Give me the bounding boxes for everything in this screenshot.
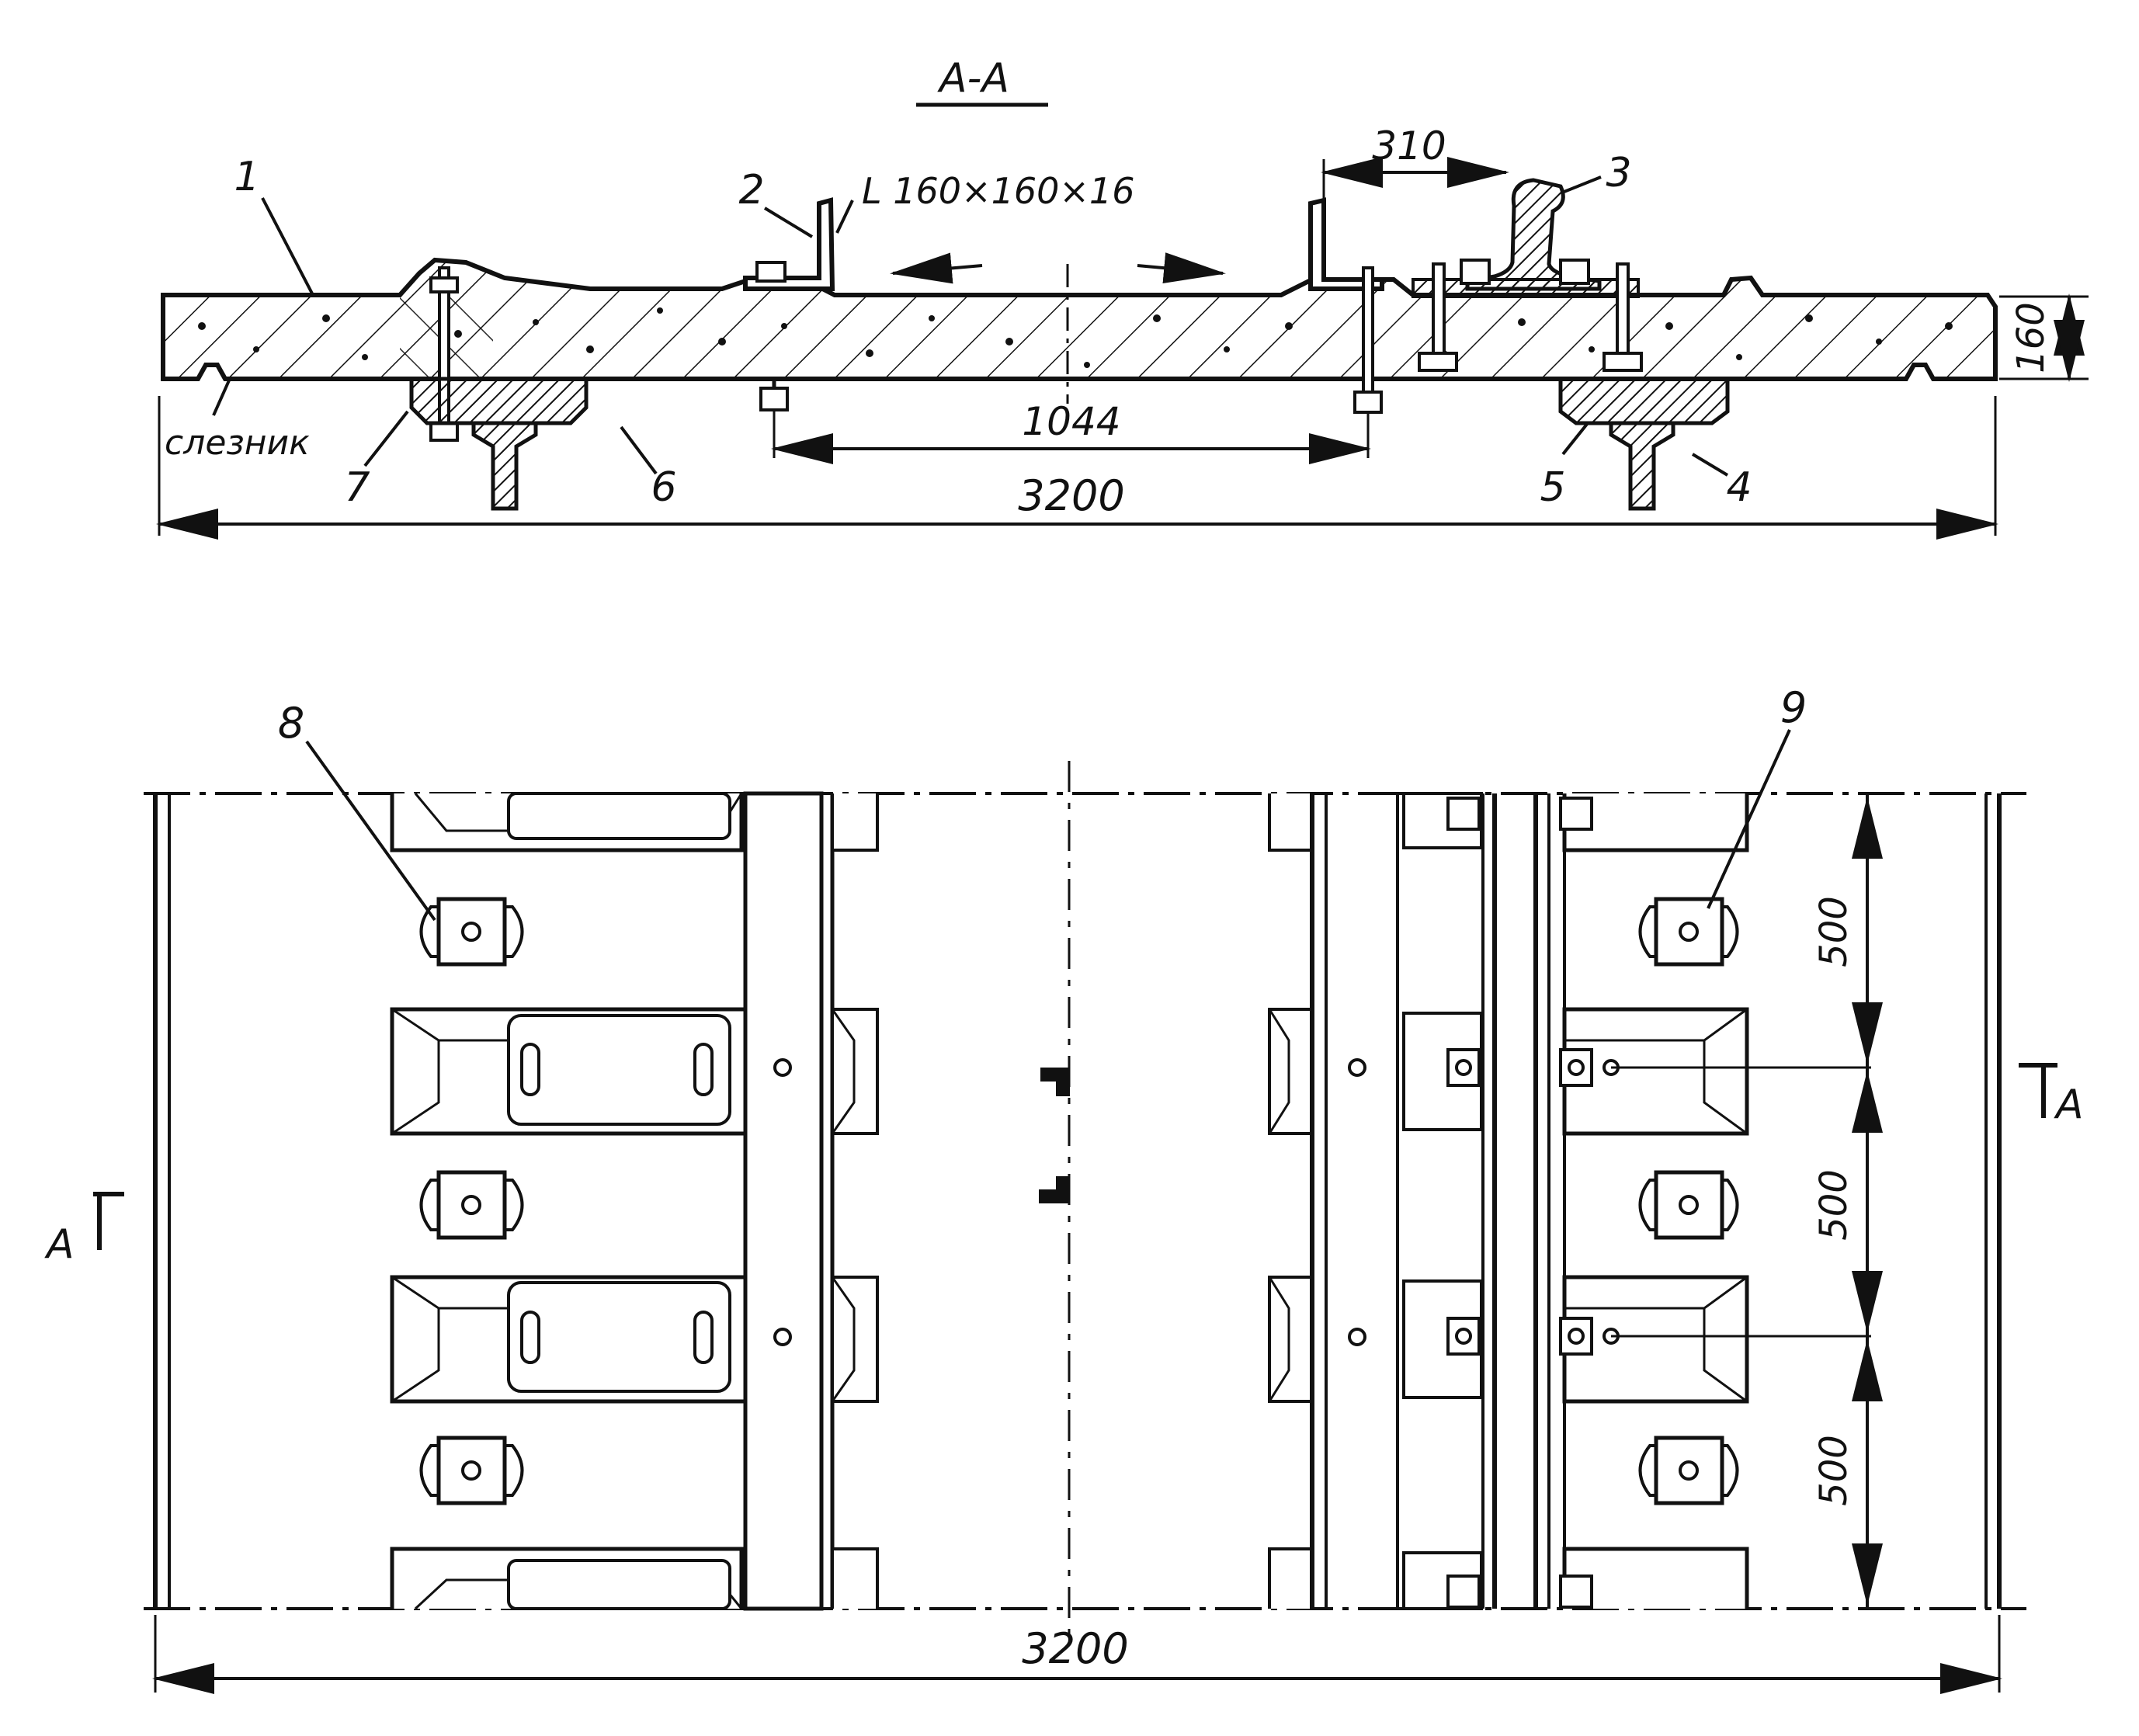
callout-1: 1 (234, 154, 259, 200)
section-leaders (212, 175, 1729, 477)
dim-500-value-1: 500 (1812, 896, 1856, 967)
drain-arrow-right (1137, 252, 1226, 284)
anchor-block (1638, 1436, 1739, 1505)
rail-anchor-right (1616, 262, 1630, 359)
left-beam-hole-1 (773, 1058, 792, 1077)
rail-anchor-left (1432, 262, 1446, 359)
anchor-block (1638, 1170, 1739, 1240)
center-corner-mark-bottom (1039, 1176, 1070, 1203)
section-title: А-А (937, 55, 1009, 102)
left-bolt-nut (429, 422, 459, 442)
rail-clamps (1402, 792, 1483, 1610)
dim-1044-value: 1044 (1022, 399, 1120, 444)
left-beam (743, 791, 824, 1611)
right-t-support (1609, 421, 1675, 511)
angle-steel (743, 197, 835, 291)
anchor-block (1638, 897, 1739, 967)
callout-8: 8 (278, 699, 304, 748)
section-mark-right: А (2019, 1063, 2084, 1128)
left-beam-end-pockets (831, 793, 879, 1609)
drip-label: слезник (165, 423, 310, 463)
section-view: А-А (156, 55, 2089, 540)
section-mark-left-letter: А (44, 1221, 75, 1268)
left-bolt-head (429, 276, 459, 293)
right-pad (1558, 377, 1730, 425)
right-rail-assembly (1268, 793, 1566, 1609)
dim-310-value: 310 (1372, 123, 1446, 168)
rail (1465, 178, 1602, 291)
callout-6: 6 (651, 464, 676, 511)
rail-anchor-left-foot (1418, 352, 1458, 372)
section-mark-right-letter: А (2054, 1082, 2084, 1128)
dim-3200-section-value: 3200 (1018, 471, 1124, 520)
rail-anchor-right-foot (1603, 352, 1643, 372)
rail-clip-right (1559, 259, 1590, 285)
left-beam-hole-2 (773, 1328, 792, 1346)
angle-bolt-nut (755, 261, 786, 283)
center-bolt-nut-left (759, 387, 789, 411)
left-anchor-blocks (419, 897, 524, 1505)
callout-8-leader (305, 740, 436, 922)
right-rail-clips (1559, 797, 1620, 1609)
dim-500-value-3: 500 (1812, 1435, 1856, 1506)
left-t-support (471, 421, 538, 511)
dim-3200-plan-value: 3200 (1022, 1624, 1128, 1673)
center-corner-mark-top (1040, 1068, 1070, 1096)
section-mark-left: А (44, 1192, 124, 1268)
plan-view: 8 9 500 500 500 А А 3200 (44, 683, 2084, 1694)
angle-profile-label: L 160×160×16 (862, 170, 1134, 212)
rail-baseplate (1412, 278, 1640, 298)
drain-arrow-left (890, 252, 983, 284)
aggregate-dots (198, 307, 1953, 368)
right-long-bolt (1362, 266, 1374, 405)
right-anchor-blocks (1638, 897, 1739, 1505)
callout-4: 4 (1726, 464, 1752, 511)
right-long-bolt-nut (1353, 391, 1383, 414)
callout-5: 5 (1540, 464, 1565, 511)
left-slotted-plates (507, 792, 731, 1610)
dim-160-value: 160 (2009, 302, 2053, 373)
dim-500-value-2: 500 (1812, 1169, 1856, 1241)
anchor-block (419, 1436, 524, 1505)
callout-7: 7 (344, 464, 370, 511)
left-pad (409, 377, 589, 425)
anchor-block (419, 897, 524, 967)
callout-2: 2 (738, 167, 764, 214)
rail-clip-left (1460, 259, 1491, 285)
right-beam-hole-1 (1348, 1058, 1366, 1077)
callout-9-leader (1707, 729, 1791, 909)
callout-3: 3 (1606, 150, 1631, 196)
right-beam-hole-2 (1348, 1328, 1366, 1346)
callout-9: 9 (1780, 683, 1807, 732)
anchor-block (419, 1170, 524, 1240)
